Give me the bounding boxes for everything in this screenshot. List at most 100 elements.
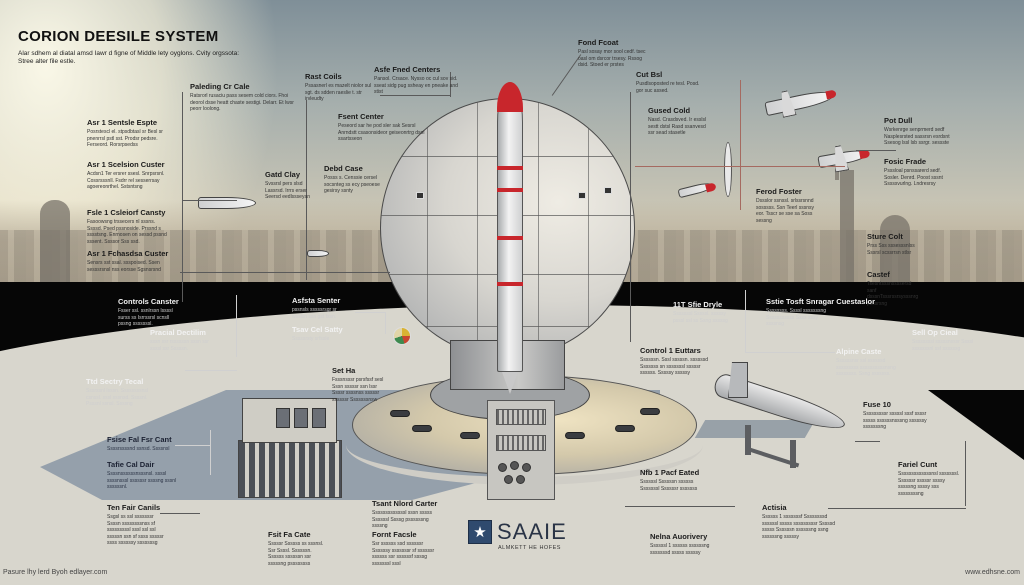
leader-line: [630, 92, 631, 342]
leader-line: [210, 430, 211, 475]
leader-line: [855, 441, 880, 442]
label-fond-fcoat: Fond Fcoat Pasl sosay mor sool cedf. tse…: [578, 38, 646, 68]
credit-left: Pasure lhy lerd Byoh edlayer.com: [3, 569, 108, 576]
logo-tagline: ALMKETT HE HOFES: [498, 545, 561, 551]
observatory-silhouette: [40, 200, 70, 290]
label-tsant-nlord-carter: Tsant Nlord Carter Sssssssssssssl sssn s…: [372, 499, 438, 529]
leader-line: [740, 80, 741, 210]
label-asr-scelsion-custer: Asr 1 Scelsion Custer Acdsn1 Ter ersrer …: [87, 160, 165, 190]
globe-icon: [393, 327, 411, 345]
label-fuse-10: Fuse 10 Sssssssssr sssssl sssf ssssr sss…: [863, 400, 927, 430]
label-paleding-cr-cale: Paleding Cr Cale Ratsrorl rusaciu pass s…: [190, 82, 294, 112]
platform-vent: [460, 432, 480, 439]
label-gatd-clay: Gatd Clay Svssrsl pers slsd Lassrsd. Irr…: [265, 170, 311, 200]
building-window: [276, 408, 290, 428]
platform-vent: [390, 410, 410, 417]
label-sell-op-cieal: Sell Op Cieal Ssssssssl sssssnsssr Ssssl…: [912, 328, 974, 352]
label-fsle-csleiorf-cansty: Fsle 1 Csleiorf Cansty Fasoowsng trssece…: [87, 208, 167, 245]
leader-line: [306, 100, 307, 280]
leader-line: [856, 150, 896, 151]
launcher-leg: [790, 440, 796, 468]
platform-vent: [565, 432, 585, 439]
leader-line: [185, 370, 237, 371]
label-gused-cold: Gused Cold Nasd. Crasdsved. Ir esslsl se…: [648, 106, 707, 136]
label-fariel-cunt: Fariel Cunt Sssssssssssssnsl sssssssl. S…: [898, 460, 960, 497]
control-building-base: [238, 440, 342, 498]
leader-line: [828, 508, 966, 509]
platform-vent: [615, 425, 635, 432]
tower-silhouette: [840, 170, 854, 290]
leader-line: [180, 272, 390, 273]
platform-vent: [640, 408, 660, 415]
label-fosic-frade: Fosic Frade Psssloal psnssarerd sedf. So…: [884, 157, 943, 187]
platform-vent: [412, 425, 432, 432]
leader-line: [175, 445, 210, 446]
dome-building-silhouette: [880, 215, 910, 285]
label-asfsta-senter: Asfsta Senter pssnsls sssssrsgr sr wssls…: [292, 296, 341, 320]
building-window: [312, 408, 326, 428]
missile-stripe: [497, 108, 523, 112]
leader-line: [182, 92, 183, 302]
leader-line: [745, 352, 835, 353]
label-nfb-pacf-eated: Nfb 1 Pacf Eated Ssssssl Ssssssn ssssss …: [640, 468, 700, 492]
label-castef: Castef Tsesntsssnssssersd sanf dsssnTsss…: [867, 270, 919, 307]
missile-stripe: [497, 236, 523, 240]
label-ten-fair-canils: Ten Fair Canils Ssgsl ss ssl sssssssr Ss…: [107, 503, 164, 546]
hatch-icon: [578, 191, 587, 199]
hatch-icon: [603, 186, 612, 194]
label-actisia: Actisia Ssssss 1 sssssssf Ssssssssd ssss…: [762, 503, 836, 540]
label-rast-coils: Rast Coils Pssasnerl es mazelt niolor su…: [305, 72, 372, 102]
label-controls-canster: Controls Canster Fsser ssl. ssnlrssn lss…: [118, 297, 179, 327]
label-tafie-cal-dair: Tafie Cal Dair Ssssnssssssnsssnsl. ssssl…: [107, 460, 177, 490]
logo-wordmark: SAAIE: [497, 519, 567, 544]
leader-line: [965, 441, 966, 506]
leader-line: [355, 312, 385, 313]
label-asr-fchasdsa-custer: Asr 1 Fchasdsa Custer Sensrs sst ssal. s…: [87, 249, 169, 273]
hatch-icon: [416, 191, 425, 199]
page-subtitle: Alar sdhem al diatal amsd Iawr d figne o…: [18, 50, 240, 65]
label-pracial-dectilim: Pracial Dectilim sssn ssr rssssssn sssn …: [150, 328, 209, 352]
label-ferod-foster: Ferod Foster Dssslor ssnssl. srlssrsnnd …: [756, 187, 814, 224]
label-asr-sentsle-espte: Asr 1 Sentsle Espte Posrstescl el. stpsd…: [87, 118, 163, 148]
label-11t-sfie-dryle: 11T Sfie Dryle Sssssssl Sssssl. sssssy p…: [673, 300, 728, 324]
brand-logo: ★ SAAIE: [468, 520, 567, 544]
leader-line: [182, 200, 237, 201]
missile-stripe: [497, 282, 523, 286]
cruise-missile-shadow: [694, 420, 816, 438]
leader-line: [625, 506, 735, 507]
leader-line: [450, 72, 451, 97]
missile-stripe: [497, 166, 523, 170]
label-nelna-auorivery: Nelna Auorivery Ssssssl 1 ssssss ssssssn…: [650, 532, 710, 556]
label-fornt-facsle: Fornt Facsle Ssr ssssss ssd ssssssr Ssss…: [372, 530, 435, 567]
leader-line: [385, 312, 386, 334]
label-debd-case: Debd Case Posss s. Censsie cersel socsnt…: [324, 164, 380, 194]
label-cut-bsl: Cut Bsl Pusdlsoposted re tesl. Posd. gor…: [636, 70, 700, 94]
label-ttd-sectry-tecal: Ttd Sectry Tecal Sssrssnl Isssn. Sssssss…: [86, 377, 148, 407]
label-pot-dull: Pot Dull Wsrkenrge senprmerd sedf Nasple…: [884, 116, 950, 146]
leader-line: [160, 513, 200, 514]
building-window: [294, 408, 308, 428]
label-set-ha: Set Ha Fsssnsssr psrsfssf sesl Sssn ssss…: [332, 366, 384, 403]
star-icon: ★: [468, 520, 492, 544]
label-sture-colt: Sture Colt Prss Sss sssesssnlss Sssrsl s…: [867, 232, 915, 256]
label-control-euttars: Control 1 Euttars Ssssssn. Sssl sssssn. …: [640, 346, 709, 376]
label-fsent-center: Fsent Center Peseord sar he pod sler sak…: [338, 112, 425, 142]
label-fsise-fal-fsr-cant: Fsise Fal Fsr Cant Ssssrssssnd ssnsd. Ss…: [107, 435, 172, 452]
label-asfe-fned-centers: Asfe Fned Centers Pansol. Crsace. Nysso …: [374, 65, 458, 95]
label-fsit-fa-cate: Fsit Fa Cate Sssssr Ssssss ss sssnsl. Ss…: [268, 530, 324, 567]
satellite-mast-icon: [724, 142, 732, 197]
missile: [497, 82, 523, 372]
label-sstie-tosft: Sstie Tosft Snragar Cuestaslor Ssssssss.…: [766, 297, 876, 327]
launcher-leg: [745, 425, 751, 455]
credit-right: www.edhsne.com: [965, 569, 1020, 576]
leader-line: [745, 290, 746, 352]
label-tsav-cel-satty: Tsav Cel Satty Sssssrsty srfssle: [292, 325, 343, 342]
space-shuttle-icon: [198, 197, 256, 209]
page-title: CORION DEESILE SYSTEM: [18, 28, 219, 45]
missile-stripe: [497, 188, 523, 192]
label-alpine-caste: Alpine Caste Ssssssnsr ssl ssssssd sssss…: [836, 347, 896, 377]
leader-line: [236, 295, 237, 357]
shuttle-small-icon: [307, 250, 329, 257]
leader-line: [380, 95, 450, 96]
control-console: [487, 400, 555, 500]
